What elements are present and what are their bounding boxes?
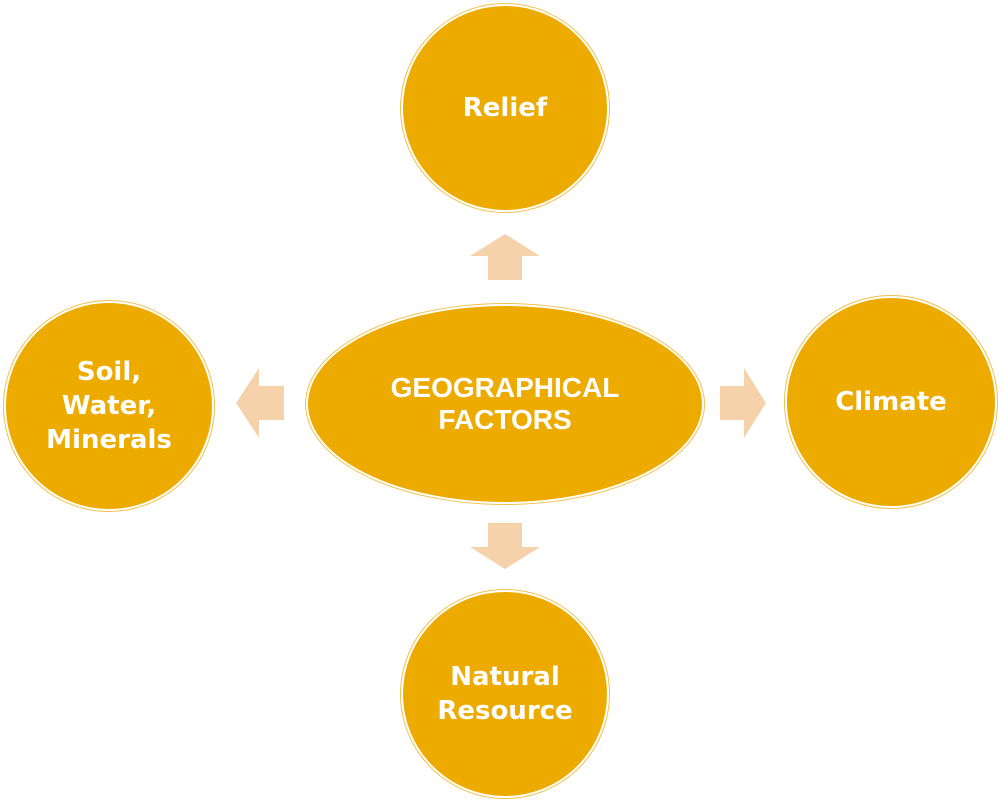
node-climate: Climate xyxy=(785,296,997,508)
node-natural-resource-label: Natural Resource xyxy=(437,661,573,726)
arrow-down-to-natural-resource xyxy=(470,523,540,569)
arrow-left-to-soil-water-minerals xyxy=(236,368,284,438)
arrow-up-to-relief xyxy=(470,234,540,280)
node-soil-water-minerals-label: Soil, Water, Minerals xyxy=(46,356,172,456)
node-climate-label: Climate xyxy=(835,386,947,417)
node-relief: Relief xyxy=(401,4,609,212)
node-relief-label: Relief xyxy=(462,92,548,123)
arrow-right-to-climate xyxy=(720,368,766,438)
node-soil-water-minerals: Soil, Water, Minerals xyxy=(4,301,214,511)
center-node-geographical-factors: GEOGRAPHICAL FACTORS xyxy=(306,304,704,504)
node-natural-resource: Natural Resource xyxy=(401,590,609,798)
center-node-label: GEOGRAPHICAL FACTORS xyxy=(390,371,620,435)
